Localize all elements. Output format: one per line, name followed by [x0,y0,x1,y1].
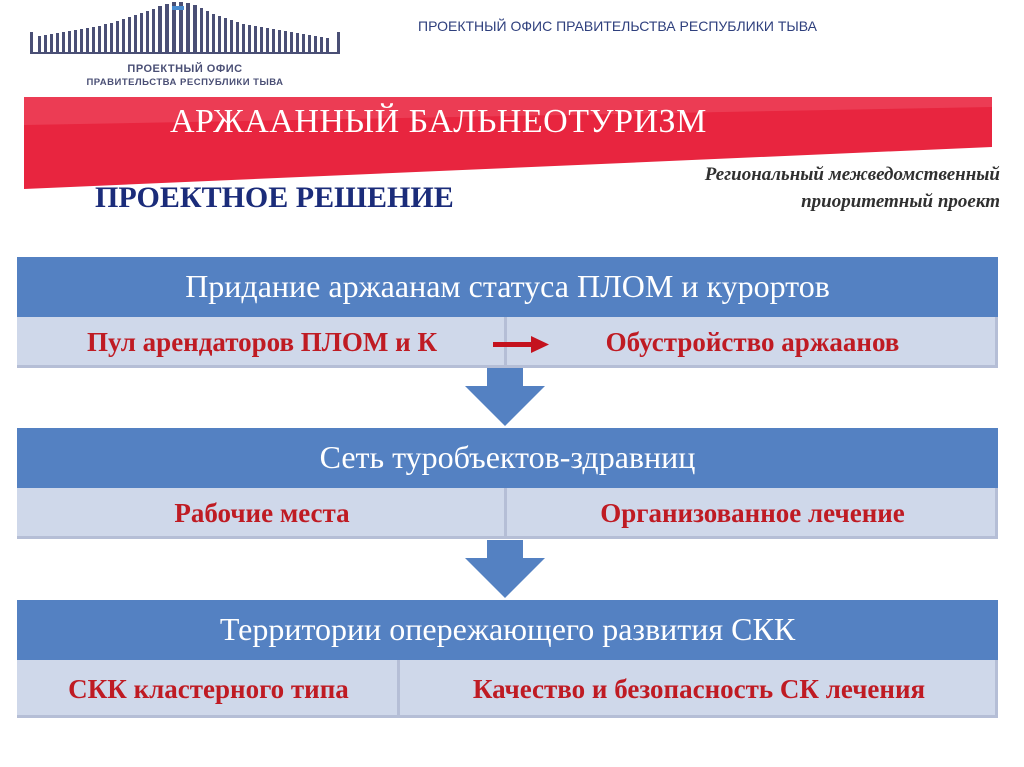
stage-block-1: Придание аржаанам статуса ПЛОМ и курорто… [17,257,998,368]
stage-block-1-row: Пул арендаторов ПЛОМ и К Обустройство ар… [17,317,998,368]
government-building-logo [30,2,340,54]
stage-block-2: Сеть туробъектов-здравниц Рабочие места … [17,428,998,539]
banner-title: АРЖААННЫЙ БАЛЬНЕОТУРИЗМ [170,103,707,140]
stage-block-2-right: Организованное лечение [507,488,998,539]
stage-block-2-row: Рабочие места Организованное лечение [17,488,998,539]
stage-block-3-left: СКК кластерного типа [17,660,400,718]
right-arrow-icon [493,336,549,353]
project-note: Региональный межведомственный приоритетн… [580,161,1000,215]
stage-block-2-left: Рабочие места [17,488,507,539]
stage-block-3-row: СКК кластерного типа Качество и безопасн… [17,660,998,718]
project-note-line1: Региональный межведомственный [704,164,1000,185]
stage-block-3: Территории опережающего развития СКК СКК… [17,600,998,718]
section-subtitle: ПРОЕКТНОЕ РЕШЕНИЕ [95,181,454,214]
down-arrow-icon [465,540,545,598]
title-banner [24,97,992,189]
project-note-line2: приоритетный проект [801,191,1000,212]
logo-caption-line1: ПРОЕКТНЫЙ ОФИС [127,63,243,75]
stage-block-2-title: Сеть туробъектов-здравниц [17,428,998,488]
organization-title: ПРОЕКТНЫЙ ОФИС ПРАВИТЕЛЬСТВА РЕСПУБЛИКИ … [418,18,817,34]
stage-block-1-right: Обустройство аржаанов [507,317,998,368]
down-arrow-icon [465,368,545,426]
logo-caption-line2: ПРАВИТЕЛЬСТВА РЕСПУБЛИКИ ТЫВА [86,77,284,88]
stage-block-3-title: Территории опережающего развития СКК [17,600,998,660]
stage-block-3-right: Качество и безопасность СК лечения [400,660,998,718]
stage-block-1-left: Пул арендаторов ПЛОМ и К [17,317,507,368]
stage-block-1-title: Придание аржаанам статуса ПЛОМ и курорто… [17,257,998,317]
